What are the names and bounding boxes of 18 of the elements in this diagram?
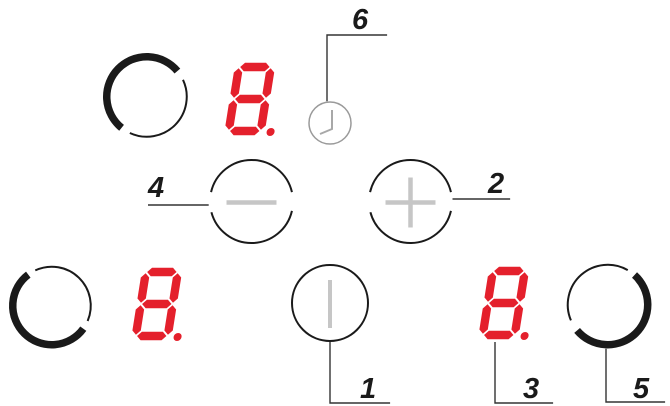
leader-line bbox=[452, 198, 510, 200]
plus-button bbox=[368, 158, 452, 244]
callout-number: 4 bbox=[148, 176, 164, 200]
clock-icon bbox=[308, 101, 352, 145]
leader-line bbox=[494, 342, 554, 404]
callout-number: 1 bbox=[360, 377, 376, 401]
callout-number: 2 bbox=[488, 172, 504, 196]
callout-number: 6 bbox=[352, 8, 368, 32]
minus-button bbox=[208, 158, 294, 244]
callout-number: 3 bbox=[523, 377, 540, 401]
ring-icon bbox=[564, 261, 652, 349]
leader-line bbox=[148, 204, 209, 206]
ring-icon bbox=[103, 53, 191, 141]
leader-line bbox=[605, 348, 666, 403]
callout-number: 5 bbox=[633, 377, 650, 401]
leader-line bbox=[329, 342, 390, 404]
leader-line bbox=[326, 34, 388, 102]
power-button bbox=[291, 264, 369, 342]
